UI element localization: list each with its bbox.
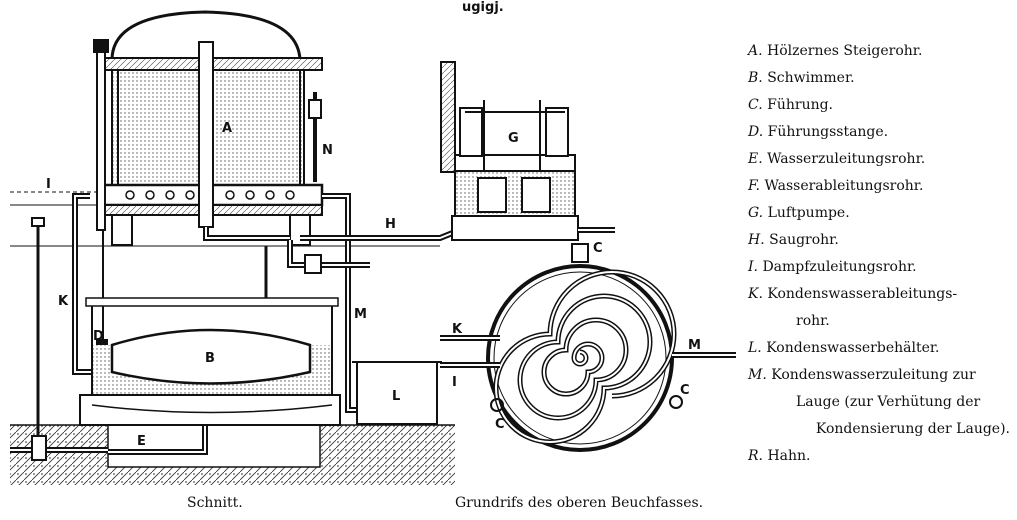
- plan-label-c-left: C: [495, 417, 505, 432]
- legend-item: L. Kondenswasserbehälter.: [748, 335, 1010, 362]
- label-n: N: [322, 143, 333, 158]
- top-caption-fragment: ugigj.: [462, 0, 504, 15]
- legend-text: Schwimmer.: [767, 70, 855, 86]
- condensate-tank-l: [352, 361, 442, 425]
- legend-item: K. Kondenswasserableitungs-rohr.: [748, 281, 1010, 335]
- label-a: A: [222, 121, 232, 136]
- legend-text-continued: Kondensierung der Lauge).: [815, 421, 1010, 437]
- legend-key: R.: [748, 448, 763, 464]
- legend-key: E.: [748, 151, 763, 167]
- label-g: G: [508, 131, 519, 146]
- label-d: D: [93, 329, 104, 344]
- label-k: K: [58, 294, 69, 309]
- legend-text-continued: rohr.: [796, 313, 830, 329]
- plan-label-c-top: C: [593, 241, 603, 256]
- legend-key: I.: [748, 259, 758, 275]
- legend-key: H.: [748, 232, 765, 248]
- plan-view: [440, 243, 736, 452]
- label-h: H: [385, 217, 396, 232]
- legend-text: Kondenswasserableitungs-: [767, 286, 958, 302]
- legend-key: B.: [748, 70, 763, 86]
- legend-key: L.: [748, 340, 762, 356]
- legend-text: Dampfzuleitungsrohr.: [762, 259, 917, 275]
- legend-item: I. Dampfzuleitungsrohr.: [748, 254, 1010, 281]
- guide-rod: [93, 39, 109, 360]
- legend-item: A. Hölzernes Steigerohr.: [748, 38, 1010, 65]
- plan-label-k: K: [452, 322, 463, 337]
- legend-item: C. Führung.: [748, 92, 1010, 119]
- label-b: B: [205, 351, 215, 366]
- legend-item: F. Wasserableitungsrohr.: [748, 173, 1010, 200]
- legend-text: Führungsstange.: [767, 124, 889, 140]
- legend-item: H. Saugrohr.: [748, 227, 1010, 254]
- plan-label-c-right: C: [680, 383, 690, 398]
- plan-label-i: I: [452, 375, 457, 390]
- legend-key: F.: [748, 178, 760, 194]
- air-pump-g: [440, 61, 615, 241]
- legend-text: Luftpumpe.: [767, 205, 850, 221]
- legend-key: M.: [748, 367, 767, 383]
- legend-item: D. Führungsstange.: [748, 119, 1010, 146]
- caption-plan: Grundrifs des oberen Beuchfasses.: [455, 495, 704, 511]
- legend-key: C.: [748, 97, 763, 113]
- label-i: I: [46, 177, 51, 192]
- legend-key: K.: [748, 286, 763, 302]
- legend-item: B. Schwimmer.: [748, 65, 1010, 92]
- legend-item: E. Wasserzuleitungsrohr.: [748, 146, 1010, 173]
- legend-text: Kondenswasserzuleitung zur: [771, 367, 976, 383]
- riser-pipe-a: [198, 41, 290, 241]
- legend-text: Wasserzuleitungsrohr.: [767, 151, 926, 167]
- legend-item: G. Luftpumpe.: [748, 200, 1010, 227]
- label-m: M: [354, 307, 367, 322]
- legend-text: Hahn.: [767, 448, 811, 464]
- legend-text: Kondenswasserbehälter.: [766, 340, 940, 356]
- legend-text: Wasserableitungsrohr.: [764, 178, 924, 194]
- lower-vessel: [79, 297, 341, 426]
- legend-key: G.: [748, 205, 764, 221]
- legend-list: A. Hölzernes Steigerohr.B. Schwimmer.C. …: [748, 38, 1010, 470]
- ground-section: [10, 424, 455, 485]
- label-e: E: [137, 434, 146, 449]
- legend-text: Hölzernes Steigerohr.: [767, 43, 923, 59]
- legend-text: Saugrohr.: [769, 232, 839, 248]
- legend-key: D.: [748, 124, 764, 140]
- legend-item: R. Hahn.: [748, 443, 1010, 470]
- legend-text-continued: Lauge (zur Verhütung der: [796, 394, 981, 410]
- label-l: L: [392, 389, 400, 404]
- plan-label-m: M: [688, 338, 701, 353]
- legend-key: A.: [748, 43, 763, 59]
- caption-section: Schnitt.: [187, 495, 243, 511]
- legend-text: Führung.: [767, 97, 834, 113]
